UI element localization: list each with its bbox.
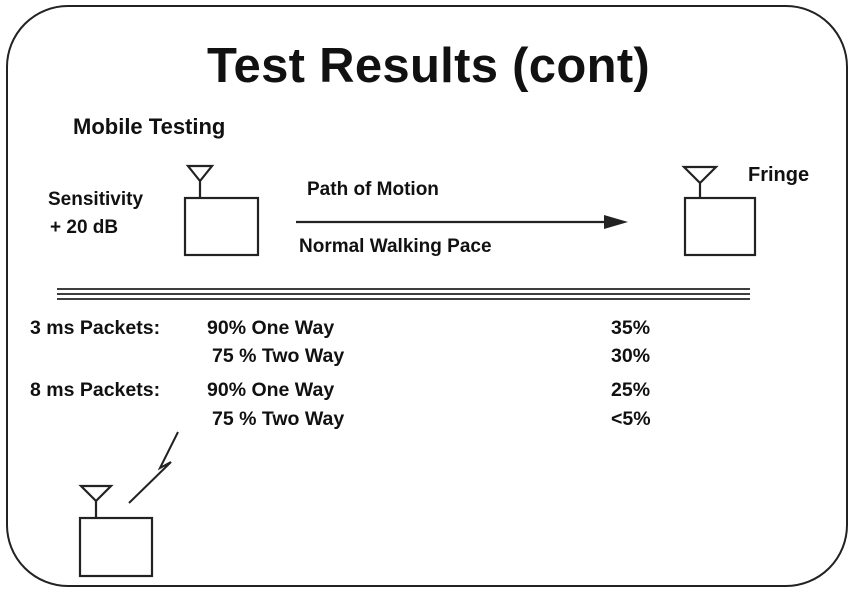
fringe-label: Fringe (748, 164, 810, 186)
antenna-icon (681, 165, 719, 198)
path-of-motion-label: Path of Motion (307, 179, 439, 200)
divider-lines (57, 288, 750, 300)
packet-label: 8 ms Packets: (30, 379, 161, 401)
antenna-icon (185, 164, 215, 198)
result-value: <5% (611, 408, 651, 430)
walking-pace-label: Normal Walking Pace (299, 236, 492, 257)
box-icon (683, 196, 757, 257)
mode-label: 90% One Way (207, 379, 335, 401)
page-title: Test Results (cont) (206, 39, 651, 93)
box-icon (78, 516, 154, 578)
packet-label: 3 ms Packets: (30, 317, 161, 339)
mode-label: 75 % Two Way (212, 408, 345, 430)
result-value: 30% (611, 345, 651, 367)
result-value: 35% (611, 317, 651, 339)
result-value: 25% (611, 379, 651, 401)
antenna-icon (78, 484, 114, 518)
right-device (681, 165, 757, 257)
section-subtitle: Mobile Testing (73, 114, 226, 139)
bottom-device (78, 431, 179, 578)
mode-label: 90% One Way (207, 317, 335, 339)
sensitivity-label: Sensitivity (48, 189, 144, 210)
lightning-icon (128, 431, 179, 504)
slide-frame (6, 5, 848, 587)
sensitivity-value: + 20 dB (50, 217, 119, 238)
box-icon (183, 196, 260, 257)
mode-label: 75 % Two Way (212, 345, 345, 367)
left-device (183, 164, 260, 257)
arrow-icon (296, 215, 628, 229)
